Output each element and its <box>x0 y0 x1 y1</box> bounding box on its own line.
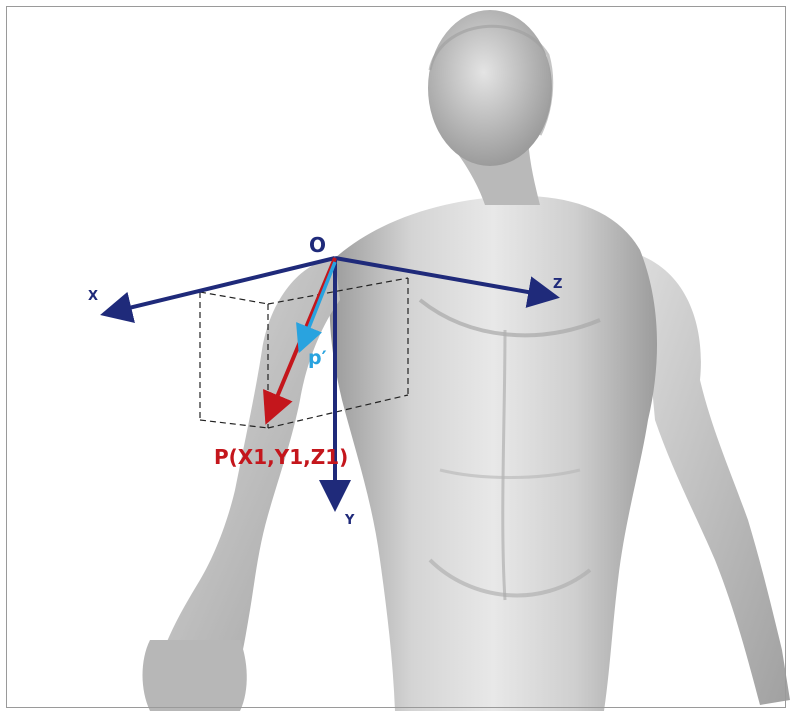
human-figure <box>143 10 791 711</box>
right-arm <box>640 255 790 705</box>
origin-label: O <box>309 233 326 257</box>
point-label: P(X1,Y1,Z1) <box>214 445 348 469</box>
torso <box>330 196 657 711</box>
left-hand <box>143 640 247 711</box>
x-axis-label: X <box>88 289 98 304</box>
unit-vector-label: p′ <box>308 347 327 369</box>
head <box>428 10 552 166</box>
z-axis-label: Z <box>553 277 562 292</box>
y-axis-label: Y <box>344 513 355 528</box>
